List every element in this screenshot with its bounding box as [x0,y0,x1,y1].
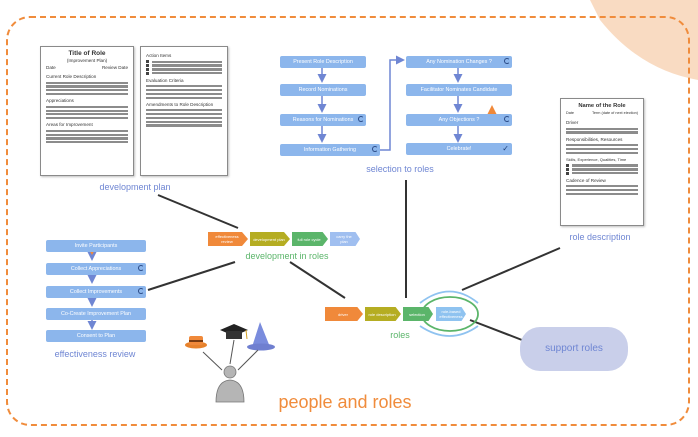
chevron-step: effectiveness review [208,232,248,246]
action-items-document: Action Items Evaluation Criteria Amendme… [140,46,228,176]
doc-section-label: Driver [566,120,579,125]
chevron-step: role description [365,307,401,321]
support-roles-node: support roles [520,327,628,371]
doc-title: Title of Role [68,50,106,57]
cycle-icon [504,116,510,122]
process-step: Collect Improvements [46,286,146,298]
person-icon [215,365,245,403]
cycle-icon [358,116,364,122]
wizard-hat-icon [247,322,275,351]
doc-section-label: Responsibilities, Resources [566,136,623,142]
development-in-roles-caption: development in roles [245,251,329,261]
process-step: Co-Create Improvement Plan [46,308,146,320]
effectiveness-review-caption: effectiveness review [54,349,136,359]
selection-to-roles-caption: selection to roles [366,164,434,174]
doc-section-label: Skills, Experience, Qualities, Time [566,156,627,162]
cycle-icon [138,288,144,294]
process-step: Record Nominations [280,84,366,96]
hat-orange-icon [185,336,207,349]
graduation-cap-icon [220,324,248,340]
cycle-icon [138,265,144,271]
chevron-step: full role cycle [292,232,328,246]
page-title: people and roles [278,392,412,412]
process-step: Information Gathering [280,144,380,156]
doc-subtitle: (Improvement Plan) [66,58,108,63]
process-step: Celebrate!✓ [406,143,512,155]
cycle-label: role-based effectiveness [436,307,466,321]
roles-caption: roles [390,330,410,340]
process-step: Facilitator Nominates Candidate [406,84,512,96]
process-step: Any Nomination Changes ? [406,56,512,68]
cycle-icon [504,58,510,64]
process-step: Present Role Description [280,56,366,68]
development-plan-caption: development plan [99,182,171,192]
chevron-step: selection [403,307,433,321]
doc-section-label: Action Items [146,53,172,58]
process-step: Collect Appreciations [46,263,146,275]
doc-section-label: Evaluation Criteria [146,77,184,83]
chevron-step: carry the plan [330,232,360,246]
doc-section-label: Appreciations [46,98,74,104]
doc-section-label: Cadence of Review [566,177,606,183]
doc-date-label: Date [46,65,56,70]
cycle-icon [372,146,378,152]
doc-section-label: Current Role Description [46,74,97,79]
checkmark-icon: ✓ [502,144,509,153]
doc-section-label: Areas for Improvement [46,122,93,128]
process-step: Invite Participants [46,240,146,252]
doc-review-label: Review Date [101,65,128,70]
process-step: Any Objections ? [406,114,512,126]
people-and-roles-frame [6,16,690,426]
improvement-plan-document: Title of Role (Improvement Plan) Date Rev… [40,46,134,176]
role-description-caption: role description [569,232,631,242]
chevron-step: development plan [250,232,290,246]
process-step: Reasons for Nominations [280,114,366,126]
process-step: Consent to Plan [46,330,146,342]
doc-title: Name of the Role [578,103,626,109]
chevron-step: driver [325,307,363,321]
doc-section-label: Amendments to Role Description [146,101,214,107]
